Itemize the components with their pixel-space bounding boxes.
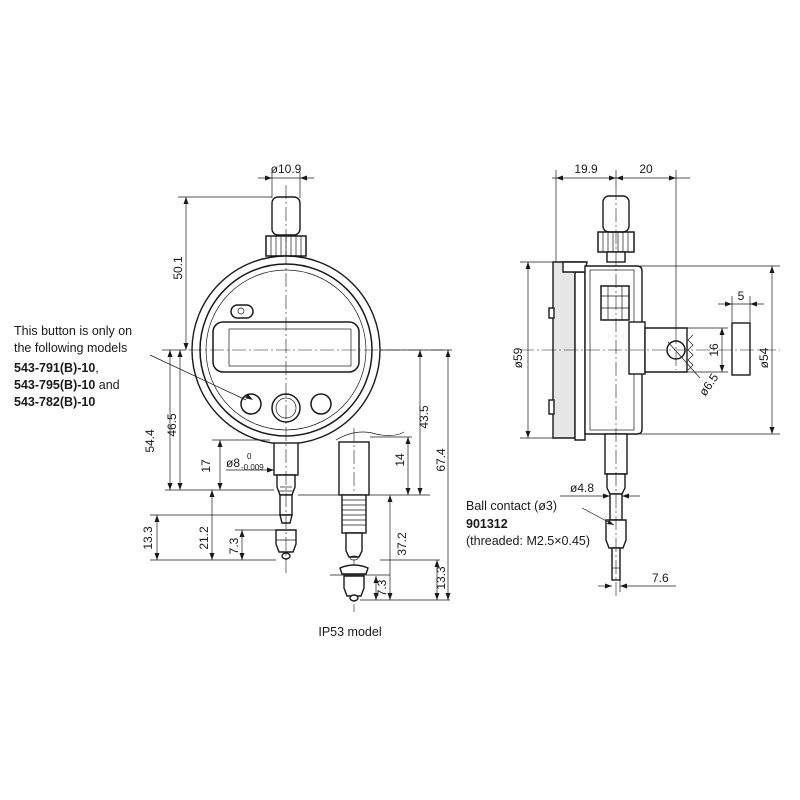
- side-view: [520, 186, 780, 596]
- ip53-caption: IP53 model: [318, 625, 381, 639]
- side-arrowheads: [525, 175, 775, 589]
- dim-21-2: 21.2: [197, 526, 211, 550]
- knurl-lines: [270, 236, 302, 256]
- model-1: 543-791(B)-10,: [14, 361, 99, 375]
- ip53-boot-ribs: [342, 499, 366, 526]
- dim-d59: ø59: [511, 347, 525, 368]
- ip53-contact-point: [343, 575, 365, 597]
- ip53-break-line: [335, 431, 405, 441]
- dim-d54: ø54: [757, 347, 771, 368]
- model-2: 543-795(B)-10 and: [14, 378, 120, 392]
- dim-17: 17: [199, 459, 213, 473]
- dim-5: 5: [738, 289, 745, 303]
- dim-43-5: 43.5: [417, 405, 431, 429]
- model-3: 543-782(B)-10: [14, 395, 95, 409]
- dim-16: 16: [707, 343, 721, 357]
- ball-contact-label: Ball contact (ø3): [466, 499, 557, 513]
- front-arrowheads: [154, 175, 451, 600]
- side-lug-base: [628, 321, 646, 375]
- dim-d4-8: ø4.8: [570, 481, 594, 495]
- dim-54-4: 54.4: [143, 429, 157, 453]
- ball-contact-part: 901312: [466, 517, 508, 531]
- dim-46-5: 46.5: [165, 413, 179, 437]
- button-note-leader: [149, 354, 247, 401]
- dim-d10-9: ø10.9: [271, 162, 302, 176]
- origin-button: [230, 304, 254, 319]
- dim-7-6: 7.6: [652, 571, 669, 585]
- front-dimension-lines: [150, 172, 452, 600]
- ball-contact-thread: (threaded: M2.5×0.45): [466, 534, 590, 548]
- dim-20: 20: [639, 162, 653, 176]
- ip53-arrowheads: [373, 560, 440, 600]
- dim-67-4: 67.4: [434, 448, 448, 472]
- dim-14: 14: [393, 453, 407, 467]
- dim-d8-tol-lower: -0.009: [241, 463, 264, 472]
- dim-13-3-ip53: 13.3: [434, 566, 448, 590]
- dim-d8-tol-upper: 0: [247, 452, 252, 461]
- dim-19-9: 19.9: [574, 162, 598, 176]
- dim-50-1: 50.1: [171, 256, 185, 280]
- front-view: [188, 185, 452, 575]
- button-note-line1: This button is only on: [14, 324, 132, 338]
- ip53-boot: [341, 494, 367, 534]
- left-button: [240, 393, 262, 415]
- origin-button-dot: [237, 307, 245, 315]
- dim-37-2: 37.2: [395, 532, 409, 556]
- right-button: [310, 393, 332, 415]
- knurled-ring: [265, 235, 307, 257]
- dim-d6-5: ø6.5: [696, 371, 721, 399]
- lcd-screen: [228, 328, 352, 367]
- ip53-contact-collar: [339, 564, 369, 575]
- ip53-tip: [345, 532, 363, 558]
- dim-d8: ø8: [226, 456, 240, 470]
- dim-7-3-left: 7.3: [227, 537, 241, 554]
- side-knurled-ring: [597, 231, 635, 253]
- dim-13-3-left: 13.3: [141, 526, 155, 550]
- dim-7-3-ip53: 7.3: [375, 579, 389, 596]
- lug-section: [731, 322, 751, 376]
- button-note-line2: the following models: [14, 341, 127, 355]
